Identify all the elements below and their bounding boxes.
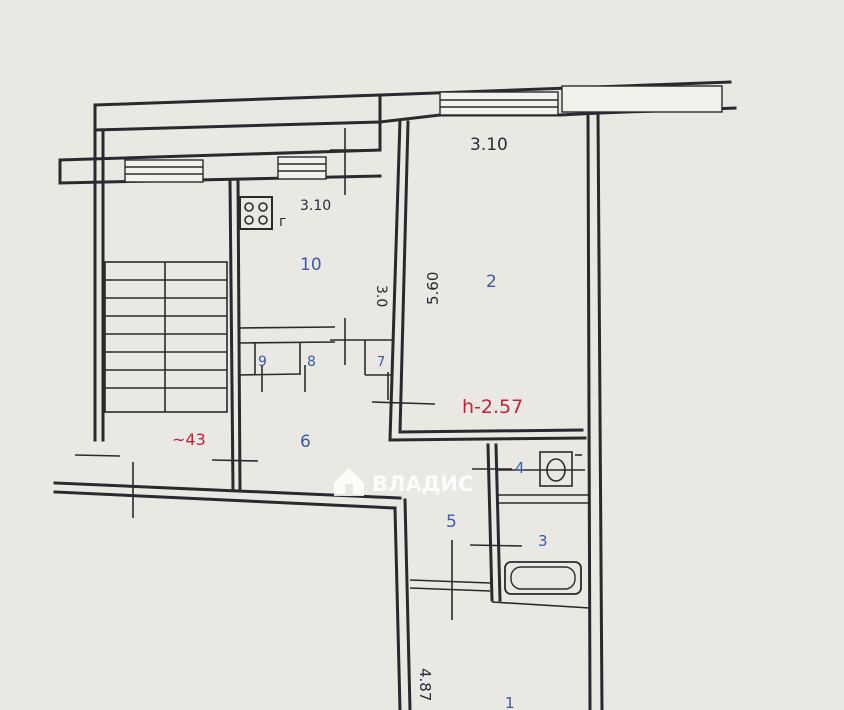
room2-length-label: 5.60 (424, 272, 442, 305)
room2-width-label: 3.10 (470, 135, 508, 155)
staircase (104, 261, 228, 413)
ceiling-height-note: h-2.57 (462, 396, 523, 418)
room-number-5: 5 (446, 512, 457, 532)
stair-note: ~43 (172, 430, 206, 449)
window-kitchen (277, 156, 327, 180)
room-number-1: 1 (505, 694, 515, 710)
room-number-7: 7 (377, 355, 385, 370)
sink-icon (539, 451, 582, 487)
room-number-2: 2 (486, 272, 497, 292)
interior-walls (228, 118, 591, 609)
room-number-10: 10 (300, 255, 322, 275)
kitchen-length-label: 3.0 (373, 285, 389, 307)
room-number-3: 3 (538, 532, 548, 550)
windows (124, 85, 723, 183)
room-number-4: 4 (515, 459, 525, 477)
bathtub-icon (504, 561, 582, 595)
exterior-walls (53, 80, 737, 710)
room-number-6: 6 (300, 432, 311, 452)
house-logo-icon (334, 468, 364, 496)
kitchen-width-label: 3.10 (300, 198, 331, 214)
watermark-text: ВЛАДИС (372, 472, 473, 496)
window-top-right (561, 85, 723, 113)
window-room-2 (439, 91, 559, 116)
room-number-9: 9 (258, 354, 267, 370)
room1-length-label: 4.87 (416, 668, 434, 701)
window-stair (124, 159, 204, 183)
stove-icon (239, 196, 273, 230)
room-number-8: 8 (307, 354, 316, 370)
door-marks (74, 128, 523, 620)
stove-mark-label: г (279, 214, 286, 230)
